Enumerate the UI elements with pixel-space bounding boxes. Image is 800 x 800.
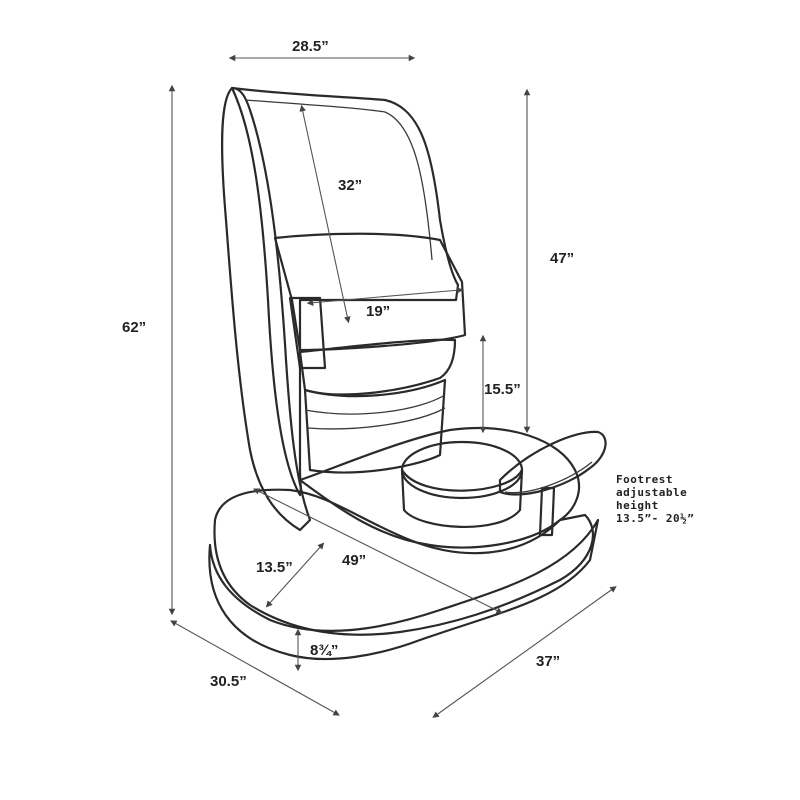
dim-line-base-right	[432, 586, 617, 718]
footrest-note-line3: height	[616, 499, 659, 512]
dimension-lines	[168, 54, 617, 718]
seat-front-panel	[288, 296, 327, 370]
dim-line-base-left	[170, 620, 340, 716]
dim-line-seat-width	[306, 286, 464, 307]
label-base-right: 37”	[536, 653, 560, 670]
back-shell-side	[220, 86, 312, 532]
footrest-pad	[498, 430, 607, 496]
dim-line-back-height	[299, 104, 351, 324]
label-base-height: 8¾”	[310, 642, 338, 659]
label-diagonal: 49”	[342, 552, 366, 569]
footrest-note-line4: 13.5”- 20½”	[616, 512, 694, 525]
back-shell	[230, 86, 460, 497]
label-base-left: 30.5”	[210, 673, 247, 690]
label-step-depth: 13.5”	[256, 559, 293, 576]
label-back-height: 32”	[338, 177, 362, 194]
seat-base	[303, 378, 447, 474]
label-seat-width: 19”	[366, 303, 390, 320]
label-seat-to-basin: 15.5”	[484, 381, 521, 398]
dim-line-diagonal	[253, 488, 503, 614]
footrest-note-line2: adjustable	[616, 486, 687, 499]
footrest-note-line1: Footrest	[616, 473, 673, 486]
label-top-width: 28.5”	[292, 38, 329, 55]
label-seat-height: 47”	[550, 250, 574, 267]
seat-cushion	[298, 338, 457, 396]
label-total-height: 62”	[122, 319, 146, 336]
footrest-note: Footrest adjustable height 13.5”- 20½”	[616, 473, 694, 525]
dimension-labels: 28.5” 32” 62” 47” 19” 15.5” 13.5” 49” 8¾…	[122, 38, 574, 690]
